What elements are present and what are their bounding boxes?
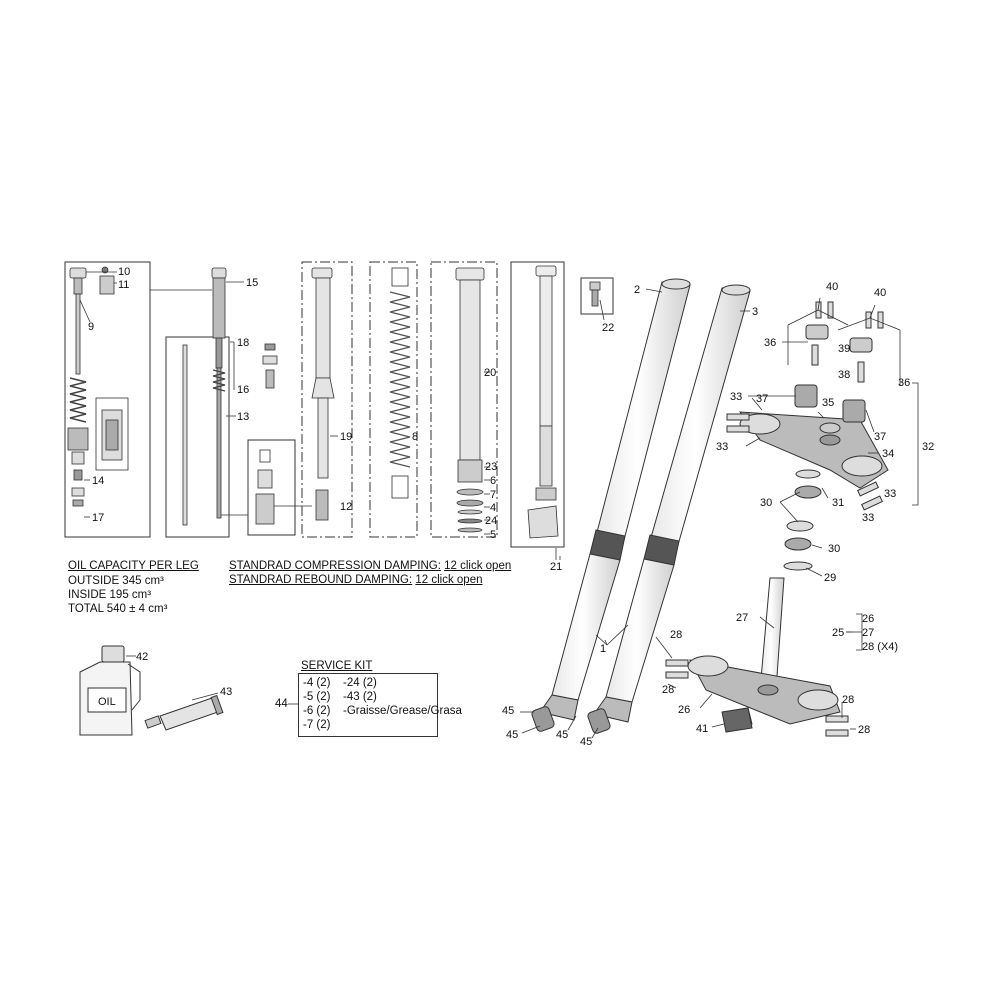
group-25-item-28: 28 (X4)	[862, 641, 898, 653]
rod-panel	[165, 336, 230, 538]
callout-2: 2	[634, 284, 640, 296]
compression-damping: STANDRAD COMPRESSION DAMPING: 12 click o…	[229, 559, 511, 573]
callout-33b: 33	[716, 441, 728, 453]
callout-38: 38	[838, 369, 850, 381]
service-kit-item: -Graisse/Grease/Grasa	[343, 705, 462, 717]
callout-26: 26	[678, 704, 690, 716]
callout-45a: 45	[502, 705, 514, 717]
callout-35: 35	[822, 397, 834, 409]
callout-25: 25	[832, 627, 844, 639]
callout-37a: 37	[756, 393, 768, 405]
service-kit-item: -4 (2)	[303, 677, 331, 689]
callout-42: 42	[136, 651, 148, 663]
service-kit-box: -4 (2) -5 (2) -6 (2) -7 (2) -24 (2) -43 …	[298, 673, 462, 737]
callout-14: 14	[92, 475, 104, 487]
callout-6: 6	[490, 475, 496, 487]
damper-detail-box	[247, 439, 296, 536]
callout-33d: 33	[862, 512, 874, 524]
callout-28c: 28	[842, 694, 854, 706]
rebound-damping-label: STANDRAD REBOUND DAMPING:	[229, 574, 413, 586]
service-kit-title: SERVICE KIT	[301, 660, 373, 672]
callout-4: 4	[490, 502, 496, 514]
callout-30a: 30	[760, 497, 772, 509]
callout-9: 9	[88, 321, 94, 333]
callout-39: 39	[838, 343, 850, 355]
callout-1: 1	[600, 643, 606, 655]
service-kit-item: -6 (2)	[303, 705, 331, 717]
callout-19: 19	[340, 431, 352, 443]
callout-33c: 33	[884, 488, 896, 500]
oil-capacity-total: TOTAL 540 ± 4 cm³	[68, 603, 168, 615]
callout-22: 22	[602, 322, 614, 334]
oil-bottle-label: OIL	[98, 696, 116, 708]
oil-capacity-heading: OIL CAPACITY PER LEG	[68, 560, 199, 572]
callout-40a: 40	[826, 281, 838, 293]
callout-12: 12	[340, 501, 352, 513]
callout-28d: 28	[858, 724, 870, 736]
callout-16: 16	[237, 384, 249, 396]
service-kit-item: -24 (2)	[343, 677, 377, 689]
callout-7: 7	[490, 489, 496, 501]
callout-45b: 45	[506, 729, 518, 741]
group-25-item-26: 26	[862, 613, 874, 625]
callout-3: 3	[752, 306, 758, 318]
callout-11: 11	[118, 279, 129, 291]
service-kit-item: -43 (2)	[343, 691, 377, 703]
callout-21: 21	[550, 561, 562, 573]
callout-8: 8	[412, 431, 418, 443]
callout-41: 41	[696, 723, 708, 735]
compression-damping-value: 12 click open	[444, 560, 512, 572]
part-22-box	[580, 277, 614, 315]
callout-18: 18	[237, 337, 249, 349]
callout-29: 29	[824, 572, 836, 584]
callout-28b: 28	[662, 684, 674, 696]
rebound-damping: STANDRAD REBOUND DAMPING: 12 click open	[229, 573, 483, 587]
inner-tube-detail	[510, 261, 565, 548]
callout-33a: 33	[730, 391, 742, 403]
callout-40b: 40	[874, 287, 886, 299]
part-19-frame	[301, 261, 353, 538]
callout-36b: 36	[898, 377, 910, 389]
callout-37b: 37	[874, 431, 886, 443]
callout-17: 17	[92, 512, 104, 524]
callout-45c: 45	[556, 729, 568, 741]
callout-23: 23	[485, 461, 497, 473]
callout-31: 31	[832, 497, 844, 509]
callout-10: 10	[118, 266, 130, 278]
group-25-item-27: 27	[862, 627, 874, 639]
callout-24: 24	[485, 515, 497, 527]
callout-32: 32	[922, 441, 934, 453]
callout-45d: 45	[580, 736, 592, 748]
service-kit-item: -7 (2)	[303, 719, 331, 731]
compression-damping-label: STANDRAD COMPRESSION DAMPING:	[229, 560, 441, 572]
service-kit-item: -5 (2)	[303, 691, 331, 703]
callout-43: 43	[220, 686, 232, 698]
rebound-damping-value: 12 click open	[415, 574, 483, 586]
callout-15: 15	[246, 277, 258, 289]
cartridge-panel	[64, 261, 151, 538]
spring-frame	[369, 261, 418, 538]
oil-capacity-outside: OUTSIDE 345 cm³	[68, 575, 164, 587]
callout-5: 5	[490, 529, 496, 541]
callout-28a: 28	[670, 629, 682, 641]
callout-30b: 30	[828, 543, 840, 555]
callout-20: 20	[484, 367, 496, 379]
callout-27: 27	[736, 612, 748, 624]
service-kit-callout: 44	[275, 698, 288, 710]
oil-capacity-inside: INSIDE 195 cm³	[68, 589, 152, 601]
outer-parts-frame	[430, 261, 498, 538]
callout-36a: 36	[764, 337, 776, 349]
callout-13: 13	[237, 411, 249, 423]
callout-34: 34	[882, 448, 894, 460]
